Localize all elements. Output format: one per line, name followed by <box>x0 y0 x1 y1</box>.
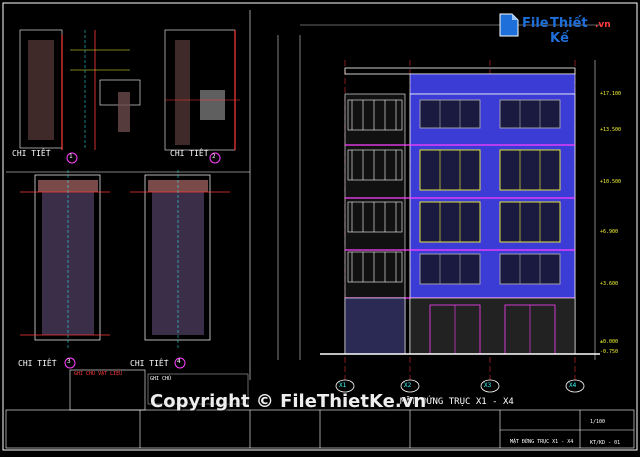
sheet-border <box>2 2 638 451</box>
detail-4-number: 4 <box>177 358 181 365</box>
detail-3-number: 3 <box>67 358 71 365</box>
window <box>419 201 481 243</box>
window <box>499 253 561 285</box>
level-2: +13.500 <box>600 127 622 133</box>
balcony <box>347 99 403 131</box>
copyright-watermark: Copyright © FileThietKe.vn <box>150 391 426 412</box>
watermark-logo: File Thiết Kế .vn <box>498 12 611 46</box>
detail-2-drawing <box>164 29 240 151</box>
detail-3-label: CHI TIẾT <box>18 359 57 368</box>
detail-4-label: CHI TIẾT <box>130 359 169 368</box>
elevation-title: MẶT ĐỨNG TRỤC X1 - X4 <box>400 397 514 407</box>
balcony <box>347 149 403 181</box>
brand-file: File <box>522 16 549 31</box>
window <box>499 99 561 129</box>
detail-2-label: CHI TIẾT <box>170 149 209 158</box>
detail-3-drawing <box>20 170 110 350</box>
window <box>419 99 481 129</box>
title-block-drawing-name: MẶT ĐỨNG TRỤC X1 - X4 <box>510 439 574 445</box>
detail-2-number: 2 <box>212 153 216 160</box>
title-block <box>5 409 635 449</box>
balcony <box>347 251 403 283</box>
detail-1-drawing <box>19 29 141 150</box>
file-logo-icon <box>499 13 519 37</box>
detail-1-label: CHI TIẾT <box>12 149 51 158</box>
window <box>419 253 481 285</box>
note-title: GHI CHÚ <box>150 376 172 382</box>
legend-title: GHI CHÚ VẬT LIỆU <box>74 371 123 377</box>
level-1: +17.100 <box>600 91 622 97</box>
level-6: ±0.000 <box>600 339 619 345</box>
axis-label-x3: X3 <box>484 382 492 389</box>
level-3: +10.500 <box>600 179 622 185</box>
brand-rest: Thiết Kế <box>550 16 588 46</box>
level-5: +3.600 <box>600 281 619 287</box>
axis-label-x2: X2 <box>404 382 412 389</box>
window <box>499 201 561 243</box>
title-block-sheet: KT/KD - 01 <box>590 440 621 446</box>
copyright-text: Copyright © FileThietKe.vn <box>150 391 427 412</box>
detail-4-drawing <box>130 170 230 350</box>
main-elevation <box>277 24 600 380</box>
balcony <box>347 201 403 233</box>
level-7: -0.750 <box>600 349 619 355</box>
window <box>419 149 481 191</box>
detail-1-number: 1 <box>69 153 73 160</box>
level-4: +6.900 <box>600 229 619 235</box>
brand-domain: .vn <box>595 20 611 30</box>
axis-label-x4: X4 <box>569 382 577 389</box>
axis-bubbles <box>335 379 585 393</box>
title-block-scale: 1/100 <box>590 419 606 425</box>
window <box>499 149 561 191</box>
axis-label-x1: X1 <box>339 382 347 389</box>
